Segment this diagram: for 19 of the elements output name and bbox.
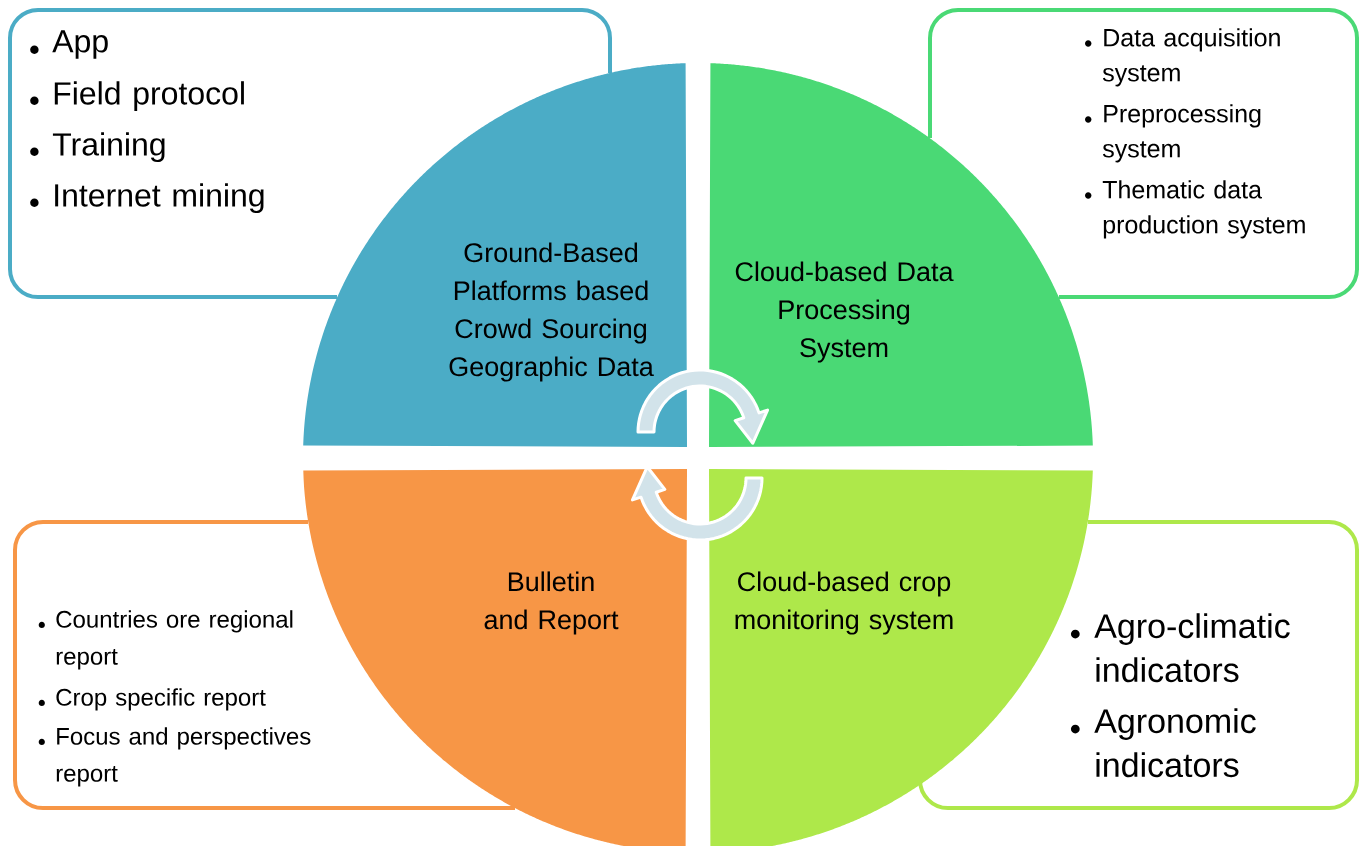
bullet-text: Training [52, 132, 165, 162]
bullet-text: App [52, 30, 108, 59]
bullet-text: Crop specific report [56, 688, 266, 711]
bullet-text: Agronomic indicators [1094, 708, 1256, 778]
quadrant-sector [709, 63, 1093, 447]
quadrant-sector [303, 63, 687, 447]
bullet-text: Field protocol [54, 81, 244, 111]
bullet-text: Internet mining [55, 183, 264, 214]
bullet-text: Thematic data production system [1102, 180, 1305, 239]
bullet-text: Countries ore regional report [56, 610, 293, 670]
bullet-text: Focus and perspectives report [56, 727, 311, 787]
bullet-text: Agro-climatic indicators [1094, 613, 1290, 683]
bullet-text: Data acquisition system [1102, 28, 1280, 87]
quadrant-label: Cloud-based crop monitoring system [735, 571, 953, 635]
quadrant-sector [709, 469, 1093, 846]
quadrant-label: Ground-Based Platforms based Crowd Sourcing Geographic Data [449, 242, 654, 382]
bullet-text: Preprocessing system [1102, 104, 1261, 163]
quadrant-label: Cloud-based Data Processing System [735, 261, 954, 363]
quadrant-label: Bulletin and Report [484, 571, 619, 635]
